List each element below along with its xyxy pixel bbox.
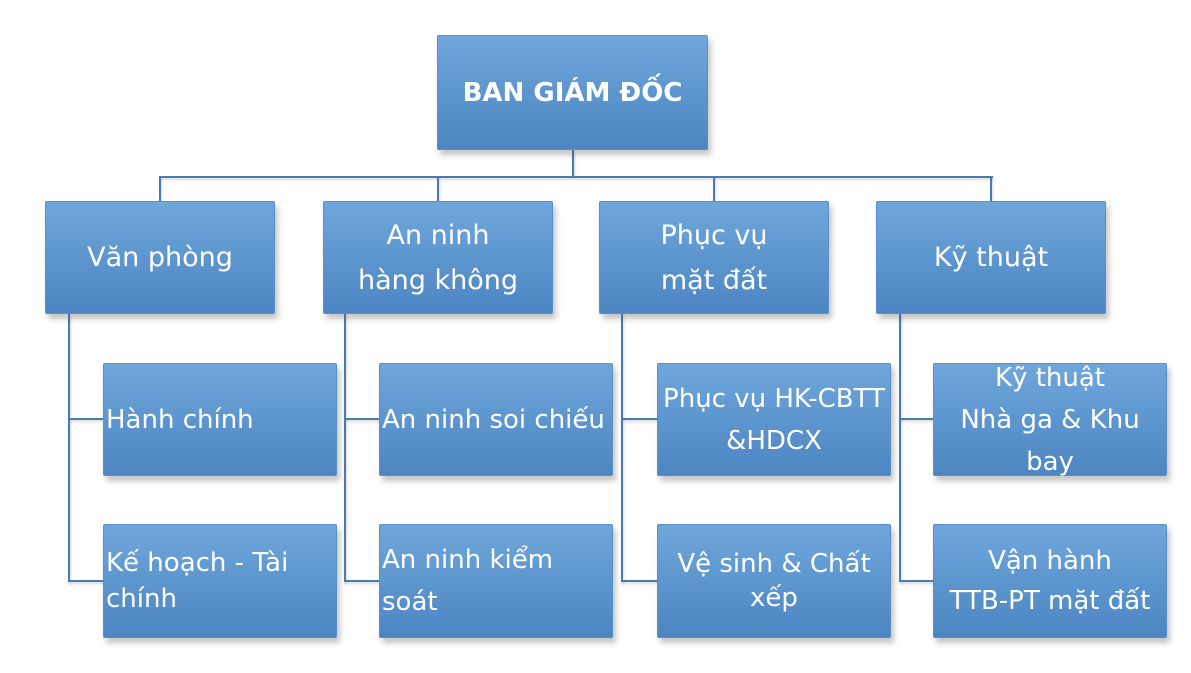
connector-stub-phuc-vu-hk-cbtt xyxy=(621,418,658,420)
connector-stub-ve-sinh-chat-xep xyxy=(621,580,658,582)
connector-root-drop xyxy=(572,150,574,176)
node-hanh-chinh: Hành chính xyxy=(103,363,337,476)
connector-drop-ky-thuat xyxy=(990,176,992,201)
node-phuc-vu-mat-dat: Phục vụ mặt đất xyxy=(599,201,829,314)
connector-level2-bus xyxy=(159,176,993,178)
connector-rail-van-phong xyxy=(68,314,70,582)
node-van-hanh-ttb-pt-mat-dat: Vận hành TTB-PT mặt đất xyxy=(933,524,1167,638)
node-ban-giam-doc: BAN GIÁM ĐỐC xyxy=(437,35,708,150)
node-ky-thuat-nha-ga-khu-bay: Kỹ thuật Nhà ga & Khu bay xyxy=(933,363,1167,477)
connector-stub-ky-thuat-nha-ga xyxy=(899,418,934,420)
node-van-phong: Văn phòng xyxy=(45,201,275,314)
connector-stub-van-hanh-ttb-pt xyxy=(899,580,934,582)
connector-stub-an-ninh-kiem-soat xyxy=(344,580,380,582)
connector-rail-ky-thuat xyxy=(899,314,901,582)
node-phuc-vu-hk-cbtt-hdcx: Phục vụ HK-CBTT &HDCX xyxy=(657,363,891,476)
connector-stub-hanh-chinh xyxy=(68,418,104,420)
node-ke-hoach-tai-chinh: Kế hoạch - Tài chính xyxy=(103,524,337,638)
connector-stub-an-ninh-soi-chieu xyxy=(344,418,380,420)
connector-stub-ke-hoach-tai-chinh xyxy=(68,580,104,582)
node-an-ninh-kiem-soat: An ninh kiểm soát xyxy=(379,524,613,638)
connector-rail-phuc-vu-mat-dat xyxy=(621,314,623,582)
node-an-ninh-soi-chieu: An ninh soi chiếu xyxy=(379,363,613,476)
node-ve-sinh-chat-xep: Vệ sinh & Chất xếp xyxy=(657,524,891,638)
connector-rail-an-ninh-hang-khong xyxy=(344,314,346,582)
node-an-ninh-hang-khong: An ninh hàng không xyxy=(323,201,553,314)
connector-drop-an-ninh-hang-khong xyxy=(437,176,439,201)
connector-drop-phuc-vu-mat-dat xyxy=(713,176,715,201)
connector-drop-van-phong xyxy=(159,176,161,201)
node-ky-thuat: Kỹ thuật xyxy=(876,201,1106,314)
